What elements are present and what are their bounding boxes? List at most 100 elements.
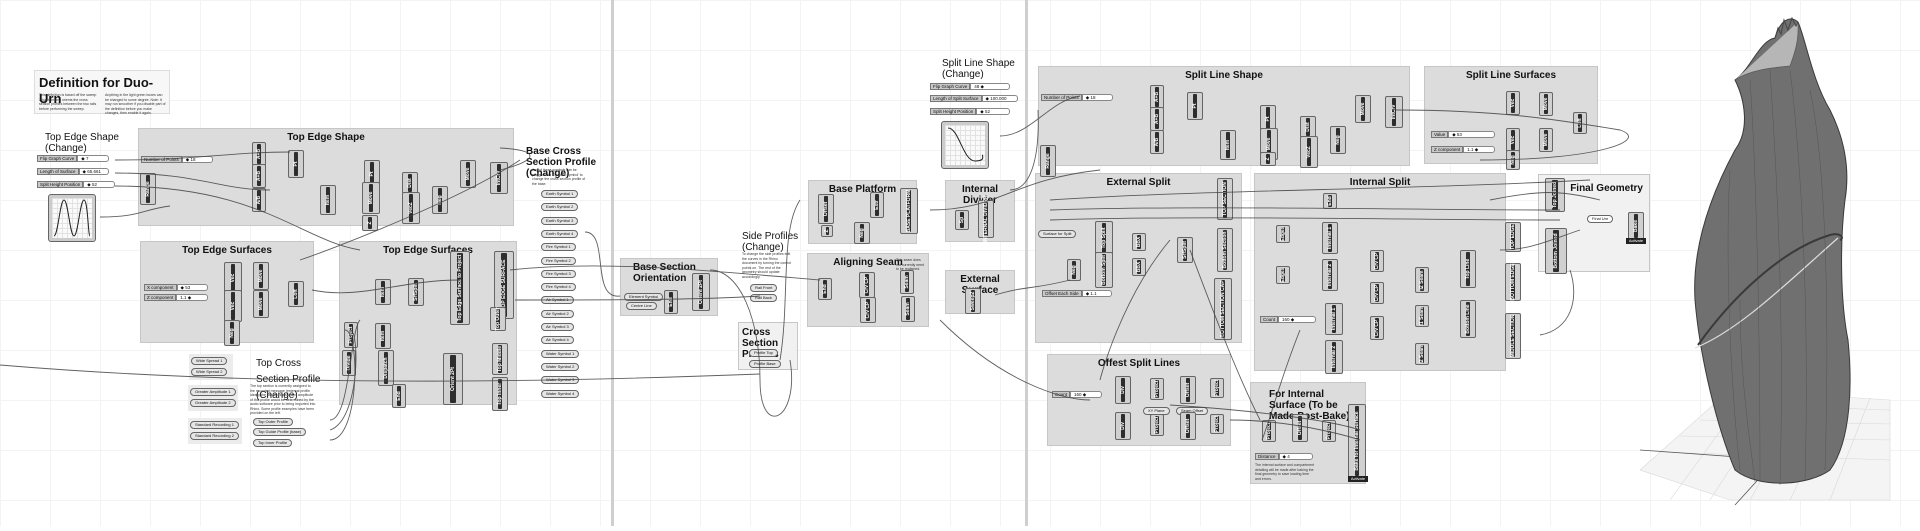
gh-component[interactable]: Vec (1506, 128, 1520, 152)
gh-component[interactable]: Dispatch (378, 350, 394, 386)
activate-bake-button[interactable]: Activate (1348, 476, 1368, 482)
base-symbol-param[interactable]: Water Symbol 4 (541, 389, 580, 398)
length-of-split-surface-slider[interactable]: Length of Split Surface◆ 100.000 (930, 94, 1018, 102)
gh-component[interactable]: Range (140, 173, 156, 205)
gh-component[interactable]: Edges (1276, 266, 1290, 284)
base-symbol-param[interactable]: Earth Symbol 3 (541, 216, 579, 225)
gh-component[interactable]: Project (1210, 414, 1224, 434)
gh-component[interactable]: Loft (288, 281, 304, 307)
gh-component[interactable]: BASE PLATFORM (900, 188, 918, 234)
gh-component[interactable]: Move (1539, 128, 1553, 152)
gh-component[interactable]: Seam (901, 296, 915, 322)
rail-back-param[interactable]: Rail Back (750, 294, 777, 302)
slider-value[interactable]: ◆ 52 (976, 107, 1010, 115)
gh-component[interactable]: Neg (1330, 126, 1346, 154)
gh-component[interactable]: Offset (1180, 412, 1196, 440)
gh-component[interactable]: Offset (818, 194, 834, 224)
base-symbol-param[interactable]: Fire Symbol 3 (541, 269, 576, 278)
slider-value[interactable]: ◆ 65.661 (78, 167, 109, 175)
gh-component[interactable]: I2 Seam (1415, 267, 1429, 293)
gh-component[interactable]: Move (253, 290, 269, 318)
slider-value[interactable]: ◆ 18 (181, 155, 213, 163)
top-inner-profile-param[interactable]: Top Inner Profile (253, 439, 293, 447)
gh-component[interactable]: Item (375, 279, 391, 305)
slider-value[interactable]: ◆ 1.1 (1081, 289, 1112, 297)
gh-component[interactable]: Item (375, 323, 391, 349)
top-guide-profile-param[interactable]: Top Guide Profile (base) (253, 428, 307, 436)
gh-component[interactable]: Crv CP (1370, 250, 1384, 272)
gh-component[interactable]: Z (362, 215, 378, 231)
gh-component[interactable]: Edges (1276, 225, 1290, 243)
base-symbol-param[interactable]: Fire Symbol 1 (541, 243, 576, 252)
distance-slider[interactable]: Distance◆ 4 (1255, 452, 1313, 460)
gh-component[interactable]: Top Edge Surface to Project (450, 251, 470, 325)
slider-value[interactable]: ◆ 18 (1081, 93, 1113, 101)
activate-bake-button[interactable]: Activate (1626, 238, 1646, 244)
gh-component[interactable]: End (664, 290, 678, 314)
gh-component[interactable]: Crv CP (1370, 316, 1384, 340)
gh-component[interactable]: Project (1150, 414, 1164, 436)
flip-graph-curve-slider[interactable]: Flip Graph Curve◆ 7 (37, 154, 109, 162)
gh-component[interactable]: Crv CP (859, 272, 875, 298)
slider-value[interactable]: ◆ 7 (77, 154, 109, 162)
slider-value[interactable]: 48 ◆ (970, 82, 1010, 90)
gh-component[interactable]: Pt (1187, 92, 1203, 120)
gh-component[interactable]: A/B (252, 188, 266, 212)
slider-value[interactable]: ◆ 53 (176, 283, 208, 291)
gh-component[interactable]: Dist (402, 172, 418, 194)
profile-top-param[interactable]: Profile Top (749, 349, 778, 357)
gh-component[interactable]: Neg (224, 320, 240, 346)
standard-recording-1-param[interactable]: Standard Recording 1 (190, 421, 239, 429)
gh-component[interactable]: End (1323, 193, 1337, 209)
split-height-position-slider[interactable]: Split Height Position◆ 52 (37, 180, 115, 188)
gh-component[interactable]: Move (1355, 95, 1371, 123)
rhino-viewport[interactable] (1639, 0, 1920, 526)
slider-value[interactable]: ◆ 53 (1448, 130, 1495, 138)
gh-component[interactable]: SrfSplit (408, 278, 424, 306)
gh-component[interactable]: VecZ (1300, 136, 1318, 168)
gh-component[interactable]: Move (253, 262, 269, 290)
gh-component[interactable]: A+B (1150, 85, 1164, 109)
gh-component[interactable]: Move (1539, 92, 1553, 116)
gh-component[interactable]: Top Joined (1545, 178, 1565, 212)
gh-component[interactable]: Crv CP (860, 297, 876, 323)
gh-component[interactable]: Dist (1300, 116, 1316, 138)
element-symbol-param[interactable]: Element Symbol (624, 293, 664, 301)
greater-amplitude-2-param[interactable]: Greater Amplitude 2 (190, 399, 236, 407)
gh-component[interactable]: Div (1115, 412, 1131, 440)
gh-component[interactable]: SrfSplit (1177, 237, 1193, 263)
split-height-position-slider[interactable]: Split Height Position◆ 52 (930, 107, 1010, 115)
standard-recording-2-param[interactable]: Standard Recording 2 (190, 432, 239, 440)
gh-component[interactable]: I2 Seam (1415, 343, 1429, 365)
gh-component[interactable]: Top Middle (492, 343, 508, 375)
gh-component[interactable]: Z (1260, 152, 1276, 166)
gh-component[interactable]: Extr (870, 192, 884, 218)
gh-component[interactable]: TOP EDGE (1505, 222, 1521, 252)
gh-component[interactable]: Sweep2 (965, 288, 981, 314)
base-symbol-param[interactable]: Air Symbol 4 (541, 336, 574, 345)
gh-component[interactable]: Seam (900, 270, 914, 294)
base-symbol-param[interactable]: Earth Symbol 1 (541, 190, 579, 198)
gh-component[interactable]: Div (1115, 376, 1131, 404)
slider-value[interactable]: ◆ 4 (1278, 452, 1313, 460)
surface-for-split-param[interactable]: Surface for Split (1038, 230, 1077, 238)
gh-component[interactable]: Move (362, 182, 380, 214)
gh-component[interactable]: IntCrv (1385, 96, 1403, 128)
gh-component[interactable]: Bottom Split (1095, 252, 1113, 288)
gh-component[interactable]: Item (1220, 130, 1236, 160)
base-symbol-param[interactable]: Fire Symbol 2 (541, 256, 576, 265)
gh-component[interactable]: End (392, 384, 406, 408)
gh-component[interactable]: Offset (1180, 376, 1196, 404)
offset-each-side-slider[interactable]: Offset Each Side◆ 1.1 (1042, 289, 1112, 297)
gh-component[interactable]: Offset (1292, 414, 1308, 442)
gh-component[interactable]: Top Outer (490, 307, 506, 331)
gh-component[interactable]: Sp (955, 210, 969, 230)
gh-component[interactable]: TOP EDGE SURFACE (494, 251, 514, 319)
gh-component[interactable]: Internal 1 (1322, 222, 1338, 254)
gh-component[interactable]: Range (1040, 145, 1056, 177)
base-symbol-param[interactable]: Fire Symbol 4 (541, 283, 576, 292)
